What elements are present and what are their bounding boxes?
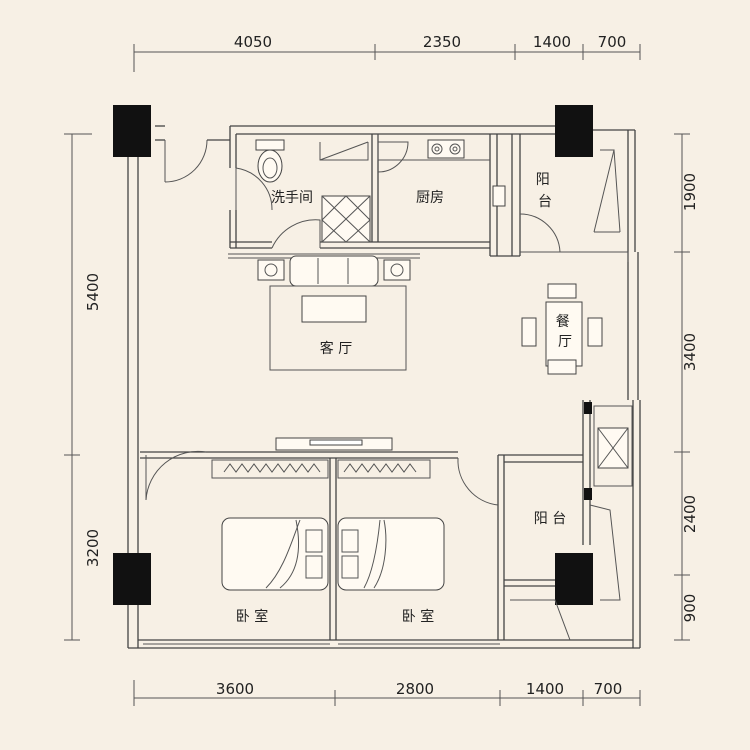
sofa-icon	[289, 255, 379, 287]
label-dining-room: 餐 厅	[556, 314, 574, 350]
elevator-shaft	[593, 405, 633, 487]
dim-left-2: 3200	[84, 529, 102, 567]
right-dimension-line: 1900 3400 2400 900	[674, 133, 699, 641]
doors-top	[164, 139, 561, 253]
column-top-right	[555, 105, 593, 157]
dim-bottom-3: 1400	[526, 680, 564, 698]
dim-right-4: 900	[681, 594, 699, 623]
label-dining-1: 餐	[556, 314, 570, 330]
column-bottom-left	[113, 553, 151, 605]
label-balcony-bottom: 阳 台	[534, 511, 566, 527]
label-living-room: 客 厅	[320, 340, 352, 357]
bed-left-icon	[221, 517, 329, 591]
wardrobe-right	[337, 459, 431, 479]
side-table-left	[257, 259, 285, 281]
dim-top-4: 700	[598, 33, 627, 51]
left-dimension-line: 5400 3200	[64, 133, 102, 641]
dim-right-1: 1900	[681, 173, 699, 211]
label-balcony-top-1: 阳	[536, 172, 550, 188]
top-dimension-line: 4050 2350 1400 700	[133, 33, 641, 72]
column-top-left	[113, 105, 151, 157]
toilet-icon	[255, 139, 285, 183]
bottom-dimension-line: 3600 2800 1400 700	[133, 680, 641, 706]
bed-right-icon	[337, 517, 445, 591]
label-dining-2: 厅	[558, 334, 572, 350]
dim-bottom-4: 700	[594, 680, 623, 698]
dining-table-icon	[521, 283, 603, 375]
label-bedroom-right: 卧 室	[402, 608, 434, 625]
shower-icon	[321, 195, 371, 243]
label-balcony-top-2: 台	[538, 194, 552, 210]
sofa-set	[228, 253, 420, 371]
label-bathroom: 洗手间	[271, 190, 313, 206]
balcony-top-fixture	[560, 149, 629, 262]
wardrobe-left	[211, 459, 329, 479]
sink-icon	[492, 185, 506, 207]
side-table-right	[383, 259, 411, 281]
label-bedroom-left: 卧 室	[236, 608, 268, 625]
doors-bedrooms	[145, 450, 621, 641]
dim-bottom-2: 2800	[396, 680, 434, 698]
dim-left-1: 5400	[84, 273, 102, 311]
dim-top-1: 4050	[234, 33, 272, 51]
label-balcony-top: 阳 台	[536, 172, 554, 210]
label-kitchen: 厨房	[416, 190, 444, 206]
living-rug	[269, 285, 407, 371]
kitchen-counter	[377, 134, 506, 207]
stove-icon	[427, 139, 465, 159]
dim-top-2: 2350	[423, 33, 461, 51]
dim-right-2: 3400	[681, 333, 699, 371]
coffee-table-icon	[301, 295, 367, 323]
middle-walls	[140, 400, 633, 640]
dim-top-3: 1400	[533, 33, 571, 51]
dim-right-3: 2400	[681, 495, 699, 533]
dim-bottom-1: 3600	[216, 680, 254, 698]
wardrobes	[211, 459, 431, 479]
column-bottom-right	[555, 553, 593, 605]
